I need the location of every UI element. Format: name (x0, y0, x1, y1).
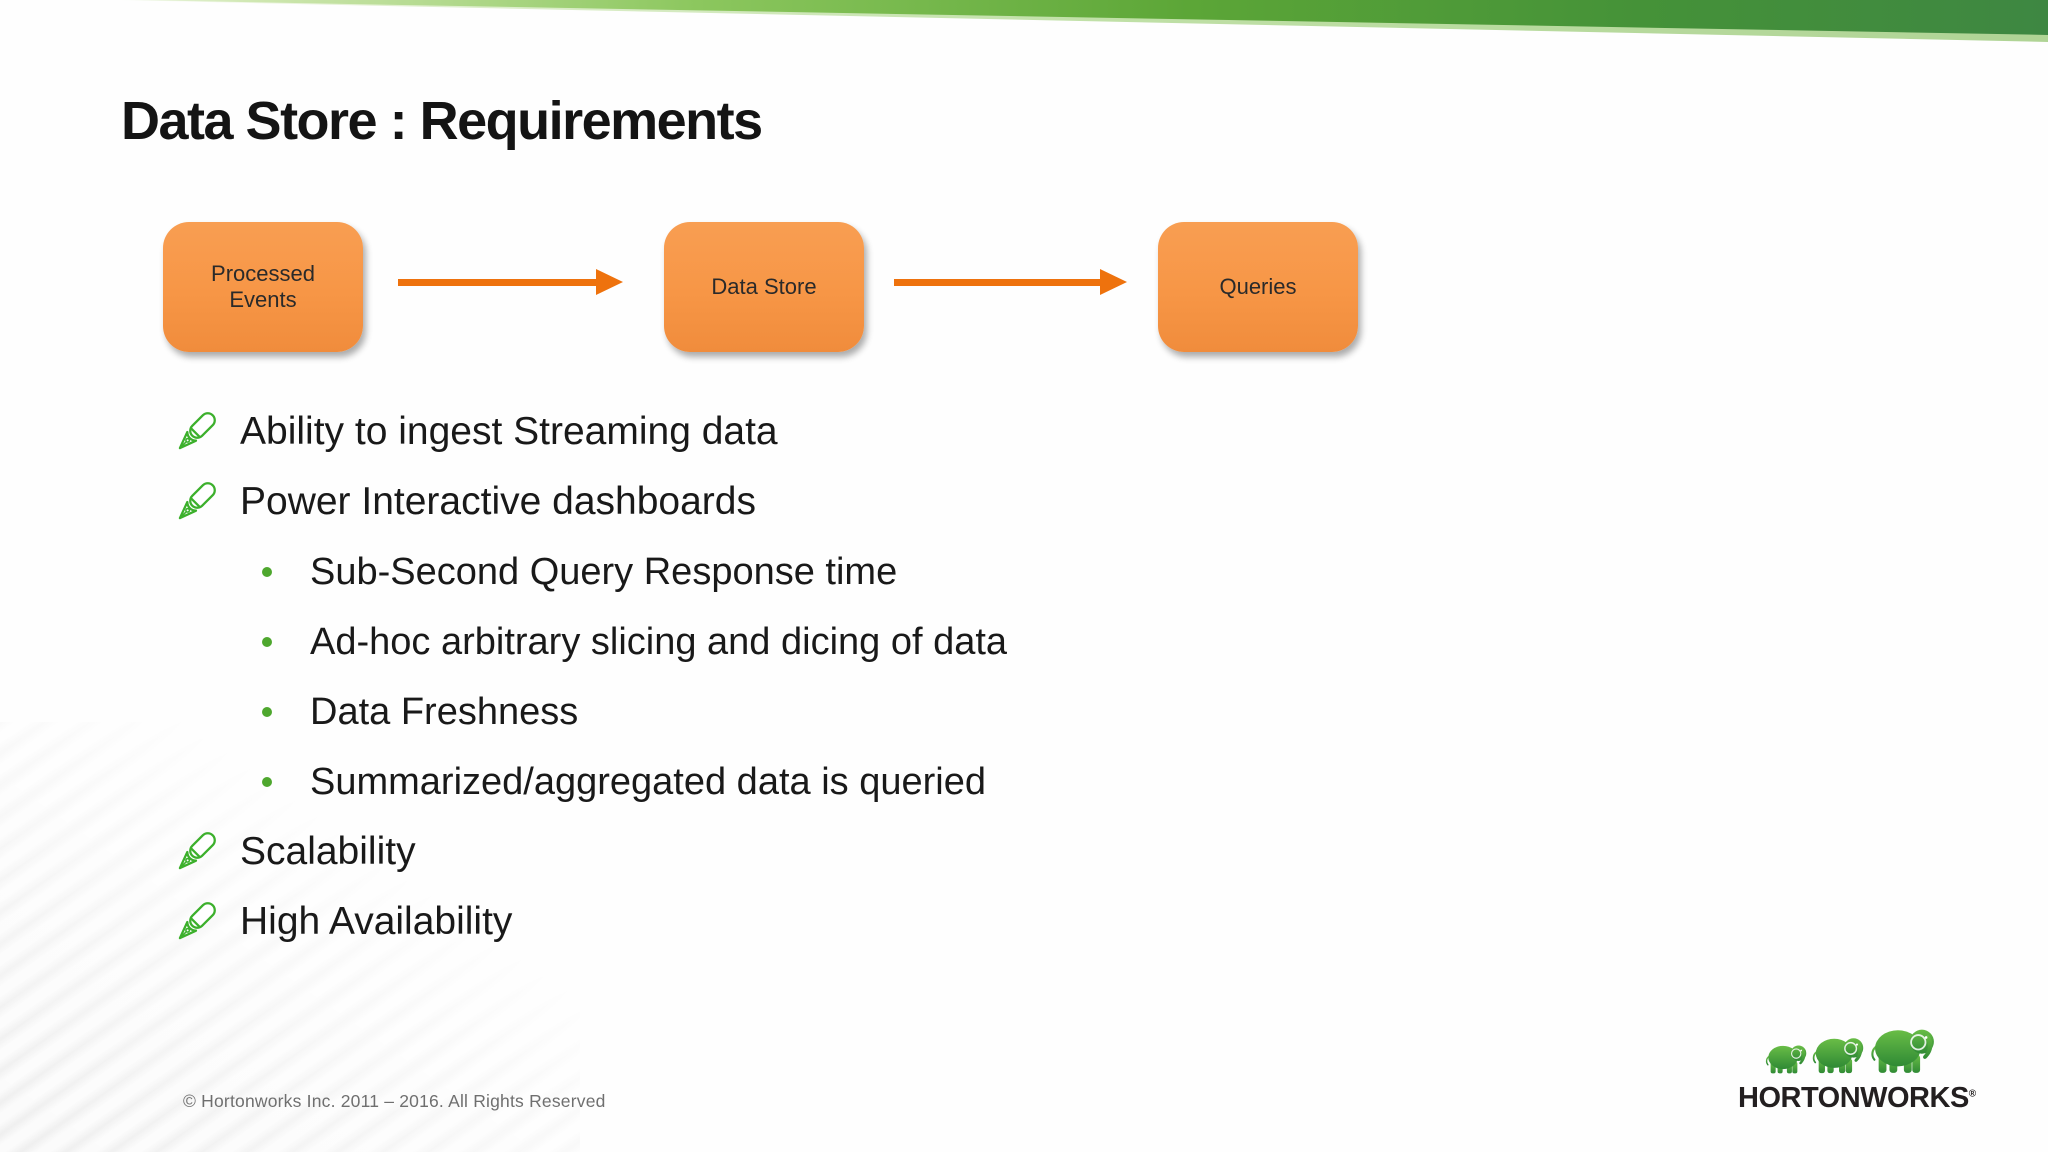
list-item: High Availability (168, 887, 1007, 957)
list-item: Power Interactive dashboards (168, 467, 1007, 537)
bullet-text: Power Interactive dashboards (240, 480, 756, 523)
background-wave-texture (0, 722, 580, 1152)
fountain-pen-icon (173, 899, 219, 945)
slide-title: Data Store : Requirements (121, 91, 763, 151)
bullet-text: High Availability (240, 900, 513, 943)
trademark-symbol: ® (1968, 1088, 1976, 1100)
bullet-dot-icon (262, 637, 272, 647)
list-sub-item: Sub-Second Query Response time (168, 537, 1007, 607)
fountain-pen-icon (173, 829, 219, 875)
logo-text: HORTONWORKS (1738, 1082, 1969, 1114)
hortonworks-logo: HORTONWORKS® (1738, 1016, 1978, 1115)
bullet-dot-icon (262, 777, 272, 787)
list-item: Ability to ingest Streaming data (168, 397, 1007, 467)
bullet-text: Scalability (240, 830, 416, 873)
fountain-pen-icon (173, 409, 219, 455)
flow-box-data-store: Data Store (664, 222, 864, 352)
bullet-text: Ability to ingest Streaming data (240, 410, 778, 453)
three-elephants-icon (1765, 1028, 1935, 1075)
list-sub-item: Data Freshness (168, 677, 1007, 747)
flow-box-label: Processed Events (211, 261, 315, 312)
flow-box-label: Data Store (711, 274, 817, 299)
copyright-text: © Hortonworks Inc. 2011 – 2016. All Righ… (183, 1091, 606, 1111)
flow-arrow-icon (894, 269, 1127, 295)
bullet-text: Ad-hoc arbitrary slicing and dicing of d… (310, 620, 1008, 663)
flow-box-processed-events: Processed Events (163, 222, 363, 352)
arrow-shaft (894, 278, 1100, 286)
bullet-text: Data Freshness (310, 690, 579, 733)
bullet-dot-icon (262, 567, 272, 577)
flow-arrow-icon (398, 269, 623, 295)
list-sub-item: Summarized/aggregated data is queried (168, 747, 1007, 817)
bullet-text: Summarized/aggregated data is queried (310, 760, 986, 803)
arrow-head (1100, 269, 1127, 295)
fountain-pen-icon (173, 479, 219, 525)
bullet-text: Sub-Second Query Response time (310, 550, 898, 593)
arrow-shaft (398, 278, 596, 286)
flow-box-queries: Queries (1158, 222, 1358, 352)
bullet-list: Ability to ingest Streaming data Power I… (168, 397, 1007, 957)
bullet-dot-icon (262, 707, 272, 717)
logo-wordmark: HORTONWORKS® (1738, 1082, 1978, 1115)
list-item: Scalability (168, 817, 1007, 887)
list-sub-item: Ad-hoc arbitrary slicing and dicing of d… (168, 607, 1007, 677)
arrow-head (596, 269, 623, 295)
flow-box-label: Queries (1219, 274, 1297, 299)
